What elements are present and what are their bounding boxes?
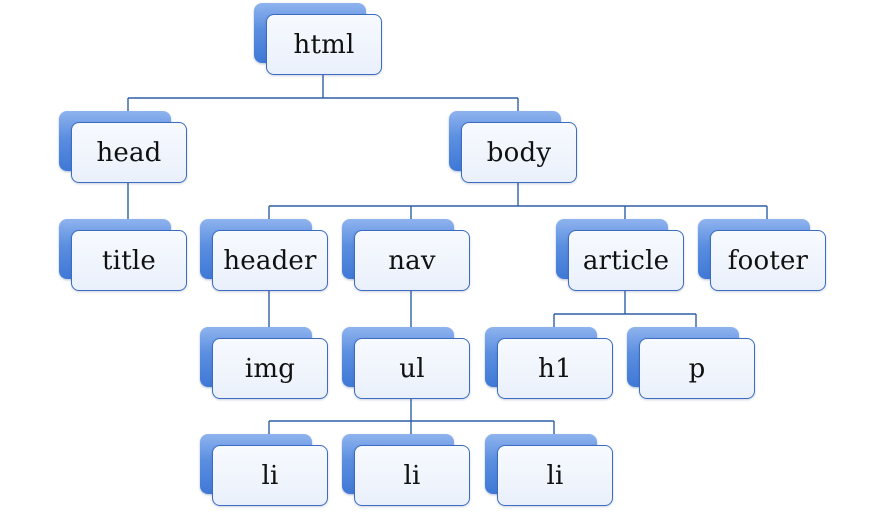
node-label: header: [212, 230, 328, 291]
node-label: ul: [354, 338, 470, 399]
node-head: head: [59, 111, 187, 183]
node-label: title: [71, 230, 187, 291]
node-label: img: [212, 338, 328, 399]
node-label: li: [212, 445, 328, 506]
node-article: article: [556, 219, 684, 291]
node-body: body: [449, 111, 577, 183]
node-h1: h1: [485, 327, 613, 399]
node-label: li: [497, 445, 613, 506]
node-li-1: li: [200, 434, 328, 506]
node-label: nav: [354, 230, 470, 291]
node-label: head: [71, 122, 187, 183]
node-label: h1: [497, 338, 613, 399]
node-li-2: li: [342, 434, 470, 506]
node-li-3: li: [485, 434, 613, 506]
node-label: p: [639, 338, 755, 399]
node-label: body: [461, 122, 577, 183]
node-title: title: [59, 219, 187, 291]
node-header: header: [200, 219, 328, 291]
node-ul: ul: [342, 327, 470, 399]
node-label: article: [568, 230, 684, 291]
node-label: li: [354, 445, 470, 506]
node-html: html: [254, 3, 382, 75]
node-p: p: [627, 327, 755, 399]
node-footer: footer: [698, 219, 826, 291]
node-label: footer: [710, 230, 826, 291]
node-label: html: [266, 14, 382, 75]
node-nav: nav: [342, 219, 470, 291]
node-img: img: [200, 327, 328, 399]
